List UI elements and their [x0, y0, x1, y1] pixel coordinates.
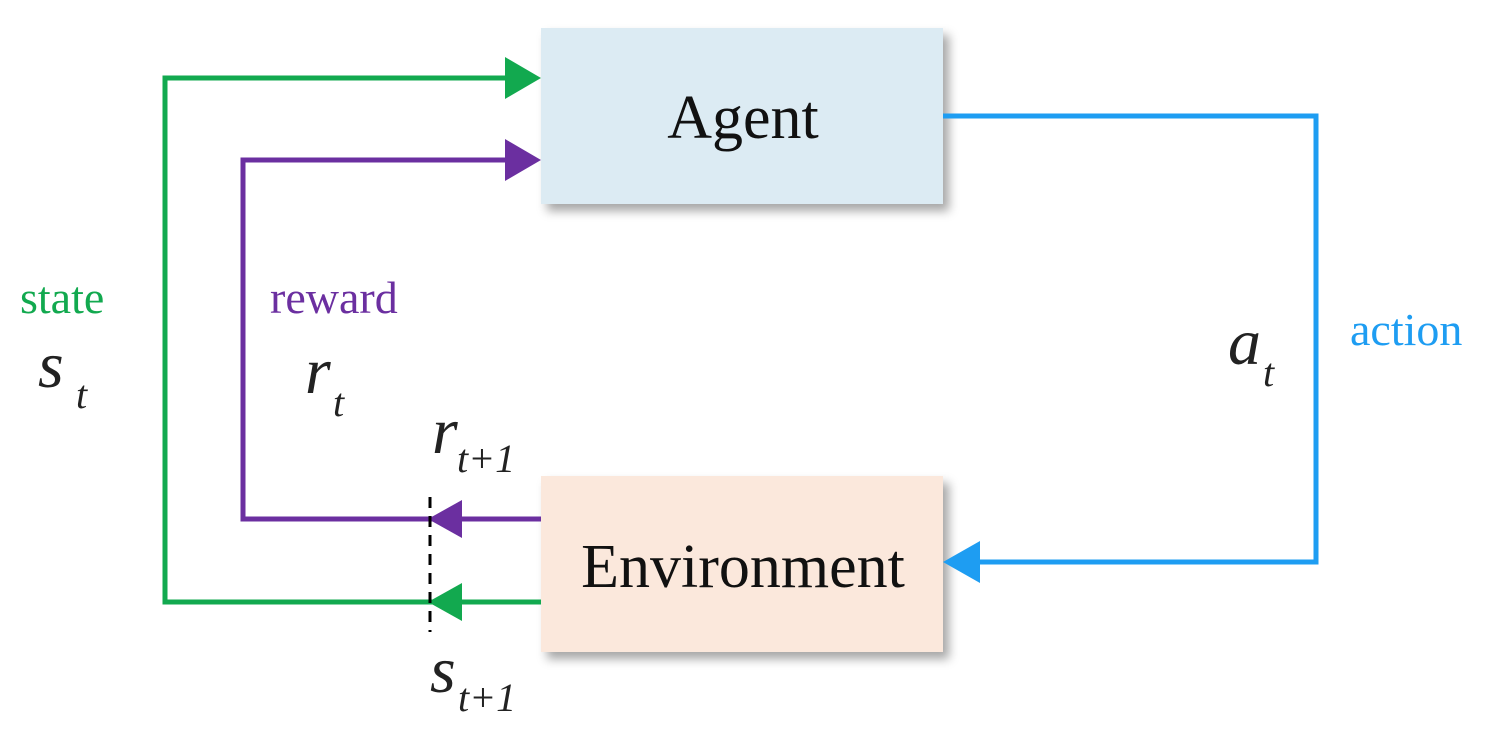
state-label: state — [20, 272, 104, 323]
symbol-s-t-plus-1-sub: t+1 — [458, 675, 516, 720]
symbol-a-t-sub: t — [1263, 350, 1275, 395]
symbol-s-t-base: s — [38, 329, 64, 402]
symbol-s-t-sub: t — [76, 372, 88, 417]
symbol-r-t-sub: t — [333, 380, 345, 425]
reward-arrowhead-agent — [505, 139, 541, 181]
state-arrowhead-split — [428, 583, 462, 621]
symbol-r-t-base: r — [305, 335, 331, 408]
symbol-r-t-plus-1: r t+1 — [432, 395, 515, 481]
action-arrowhead-environment — [943, 541, 980, 583]
symbol-a-t-base: a — [1228, 306, 1261, 379]
reward-label: reward — [270, 272, 398, 323]
environment-box-rect — [541, 476, 943, 652]
symbol-s-t-plus-1: s t+1 — [430, 634, 516, 720]
state-arrow — [162, 57, 541, 621]
action-line — [943, 113, 1319, 565]
symbol-r-t-plus-1-sub: t+1 — [457, 436, 515, 481]
agent-box-rect — [541, 28, 943, 204]
action-label: action — [1350, 304, 1462, 355]
symbol-a-t: a t — [1228, 306, 1275, 395]
action-arrow — [943, 113, 1319, 583]
symbol-s-t: s t — [38, 329, 88, 417]
agent-label: Agent — [667, 84, 819, 152]
symbol-r-t-plus-1-base: r — [432, 395, 458, 468]
symbol-r-t: r t — [305, 335, 345, 425]
symbol-s-t-plus-1-base: s — [430, 634, 456, 707]
reward-line — [240, 157, 541, 522]
reward-arrow — [240, 139, 541, 538]
reward-arrowhead-split — [428, 500, 462, 538]
state-line — [162, 75, 541, 605]
environment-label: Environment — [581, 533, 905, 601]
environment-box: Environment — [541, 476, 943, 652]
agent-box: Agent — [541, 28, 943, 204]
state-arrowhead-agent — [505, 57, 541, 99]
